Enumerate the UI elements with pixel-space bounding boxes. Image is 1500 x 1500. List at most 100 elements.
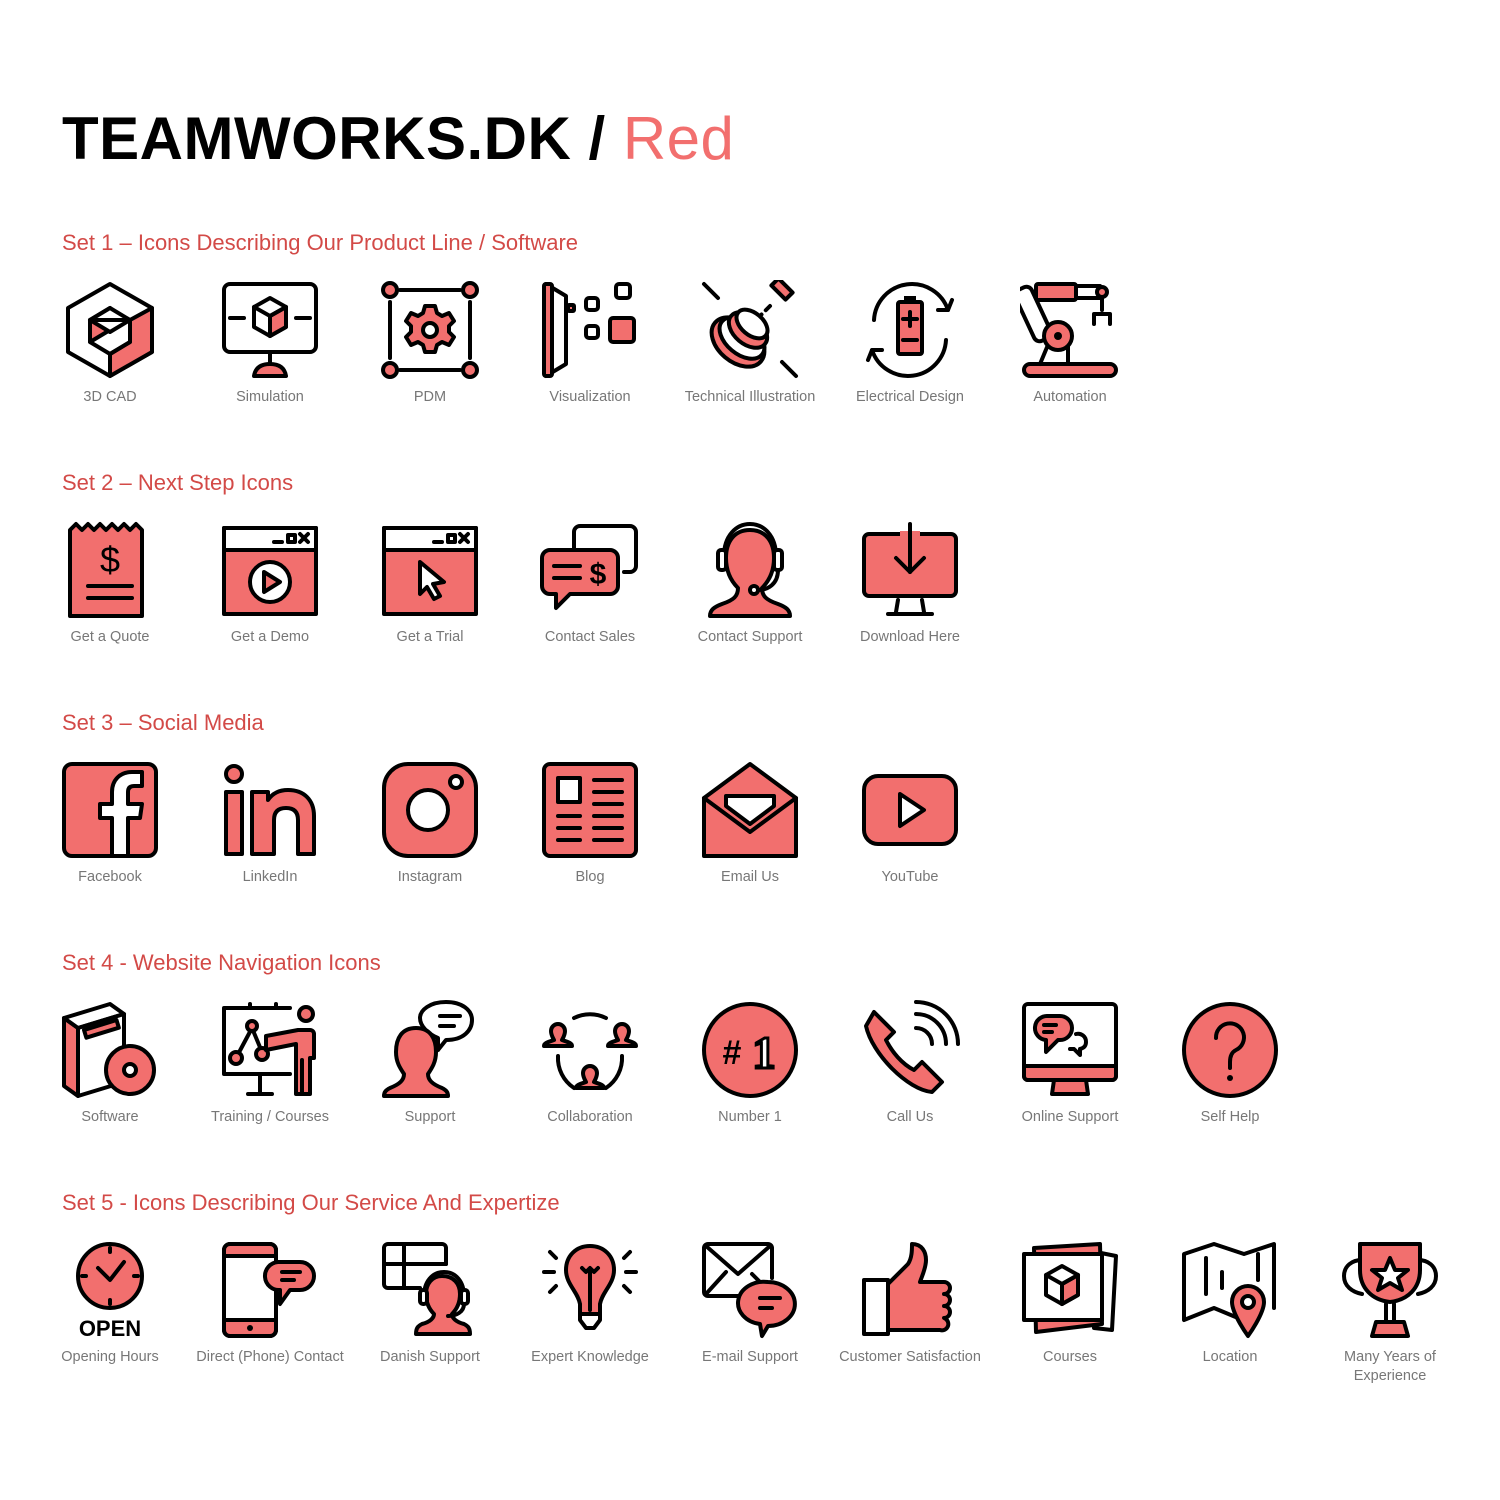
icon-get-a-trial: Get a Trial (350, 520, 510, 647)
icon-label: Support (404, 1109, 456, 1125)
icon-label: YouTube (881, 869, 939, 885)
icon-3d-cad: 3D CAD (30, 280, 190, 407)
icon-label: Many Years of Experience (1344, 1349, 1436, 1384)
battery-cycle-icon (866, 282, 954, 378)
facebook-icon (62, 762, 158, 858)
icon-self-help[interactable]: Self Help (1150, 1000, 1310, 1127)
stacked-cards-cube-icon (1022, 1242, 1118, 1334)
monitor-chat-icon (1022, 1002, 1118, 1096)
icon-many-years-of-experience[interactable]: Many Years of Experience (1310, 1240, 1470, 1386)
title-accent: Red (622, 105, 735, 172)
svg-text:$: $ (590, 558, 607, 591)
icon-contact-support: Contact Support (670, 520, 830, 647)
icon-label: Collaboration (547, 1109, 633, 1125)
icon-instagram[interactable]: Instagram (350, 760, 510, 887)
page-title: TEAMWORKS.DK / Red (62, 104, 734, 173)
icon-email-us[interactable]: Email Us (670, 760, 830, 887)
icon-get-a-demo: Get a Demo (190, 520, 350, 647)
thumbs-up-icon (862, 1242, 952, 1336)
icon-support[interactable]: Support (350, 1000, 510, 1127)
icon-label: Facebook (78, 869, 142, 885)
robot-arm-icon (1020, 282, 1118, 378)
icon-number-1[interactable]: # 1 Number 1 (670, 1000, 830, 1127)
chat-dollar-icon: $ (540, 524, 638, 610)
icon-label: 3D CAD (83, 389, 137, 405)
flag-headset-icon (382, 1242, 472, 1336)
isometric-cube-icon (66, 282, 154, 378)
set-2-heading: Set 2 – Next Step Icons (62, 470, 294, 495)
icon-call-us[interactable]: Call Us (830, 1000, 990, 1127)
title-main: TEAMWORKS.DK / (62, 105, 623, 172)
icon-label: E-mail Support (702, 1349, 798, 1365)
icon-blog[interactable]: Blog (510, 760, 670, 887)
icon-get-a-quote: $ Get a Quote (30, 520, 190, 647)
icon-label: Opening Hours (61, 1349, 159, 1365)
number-one-badge-icon: # 1 (702, 1002, 798, 1098)
icon-label: Get a Demo (230, 629, 310, 645)
icon-direct-phone-contact[interactable]: Direct (Phone) Contact (190, 1240, 350, 1367)
icon-youtube[interactable]: YouTube (830, 760, 990, 887)
icon-location[interactable]: Location (1150, 1240, 1310, 1367)
icon-online-support[interactable]: Online Support (990, 1000, 1150, 1127)
icon-label: Electrical Design (856, 389, 964, 405)
icon-label: Get a Trial (396, 629, 464, 645)
trophy-star-icon (1342, 1242, 1438, 1338)
window-play-icon (222, 526, 318, 616)
monitor-cube-icon (222, 282, 318, 378)
icon-label: Training / Courses (211, 1109, 329, 1125)
svg-text:$: $ (100, 539, 120, 580)
youtube-icon (862, 774, 958, 846)
open-envelope-icon (702, 762, 798, 858)
icon-contact-sales: $ Contact Sales (510, 520, 670, 647)
icon-label: Online Support (1021, 1109, 1119, 1125)
projection-icon (542, 282, 636, 378)
icon-label: Technical Illustration (684, 389, 816, 405)
icon-label: Expert Knowledge (531, 1349, 649, 1365)
headset-agent-icon (708, 522, 792, 618)
icon-label: Customer Satisfaction (839, 1349, 981, 1365)
icon-label: Software (81, 1109, 139, 1125)
icon-danish-support[interactable]: Danish Support (350, 1240, 510, 1367)
icon-label: Self Help (1200, 1109, 1260, 1125)
icon-facebook[interactable]: Facebook (30, 760, 190, 887)
icon-label: Blog (575, 869, 605, 885)
icon-email-support[interactable]: E-mail Support (670, 1240, 830, 1367)
icon-training-courses[interactable]: Training / Courses (190, 1000, 350, 1127)
envelope-chat-icon (702, 1242, 797, 1338)
map-pin-icon (1182, 1242, 1276, 1338)
set-4-heading: Set 4 - Website Navigation Icons (62, 950, 381, 975)
icon-linkedin[interactable]: LinkedIn (190, 760, 350, 887)
icon-collaboration[interactable]: Collaboration (510, 1000, 670, 1127)
icon-courses[interactable]: Courses (990, 1240, 1150, 1367)
exploded-part-icon (702, 280, 798, 378)
smartphone-chat-icon (222, 1242, 316, 1338)
icon-label: Location (1202, 1349, 1258, 1365)
newspaper-icon (542, 762, 638, 858)
icon-expert-knowledge[interactable]: Expert Knowledge (510, 1240, 670, 1367)
icon-opening-hours[interactable]: OPEN Opening Hours (30, 1240, 190, 1367)
clock-open-icon: OPEN (76, 1242, 144, 1340)
set-5-heading: Set 5 - Icons Describing Our Service And… (62, 1190, 560, 1215)
linkedin-icon (224, 764, 316, 856)
people-circle-icon (542, 1012, 638, 1090)
icon-label: Instagram (397, 869, 463, 885)
icon-label: Number 1 (718, 1109, 782, 1125)
lightbulb-icon (542, 1244, 638, 1330)
icon-automation: Automation (990, 280, 1150, 407)
icon-download-here: Download Here (830, 520, 990, 647)
svg-text:1: 1 (753, 1027, 776, 1078)
phone-ringing-icon (864, 1000, 960, 1094)
open-badge-text: OPEN (79, 1316, 141, 1340)
icon-label: Automation (1033, 389, 1107, 405)
icon-technical-illustration: Technical Illustration (670, 280, 830, 407)
icon-label: Download Here (860, 629, 960, 645)
monitor-download-icon (862, 522, 958, 616)
icon-software[interactable]: Software (30, 1000, 190, 1127)
icon-simulation: Simulation (190, 280, 350, 407)
icon-label: Courses (1043, 1349, 1097, 1365)
icon-label: Get a Quote (70, 629, 150, 645)
icon-customer-satisfaction[interactable]: Customer Satisfaction (830, 1240, 990, 1367)
icon-label: Direct (Phone) Contact (196, 1349, 344, 1365)
icon-pdm: PDM (350, 280, 510, 407)
instagram-icon (382, 762, 478, 858)
